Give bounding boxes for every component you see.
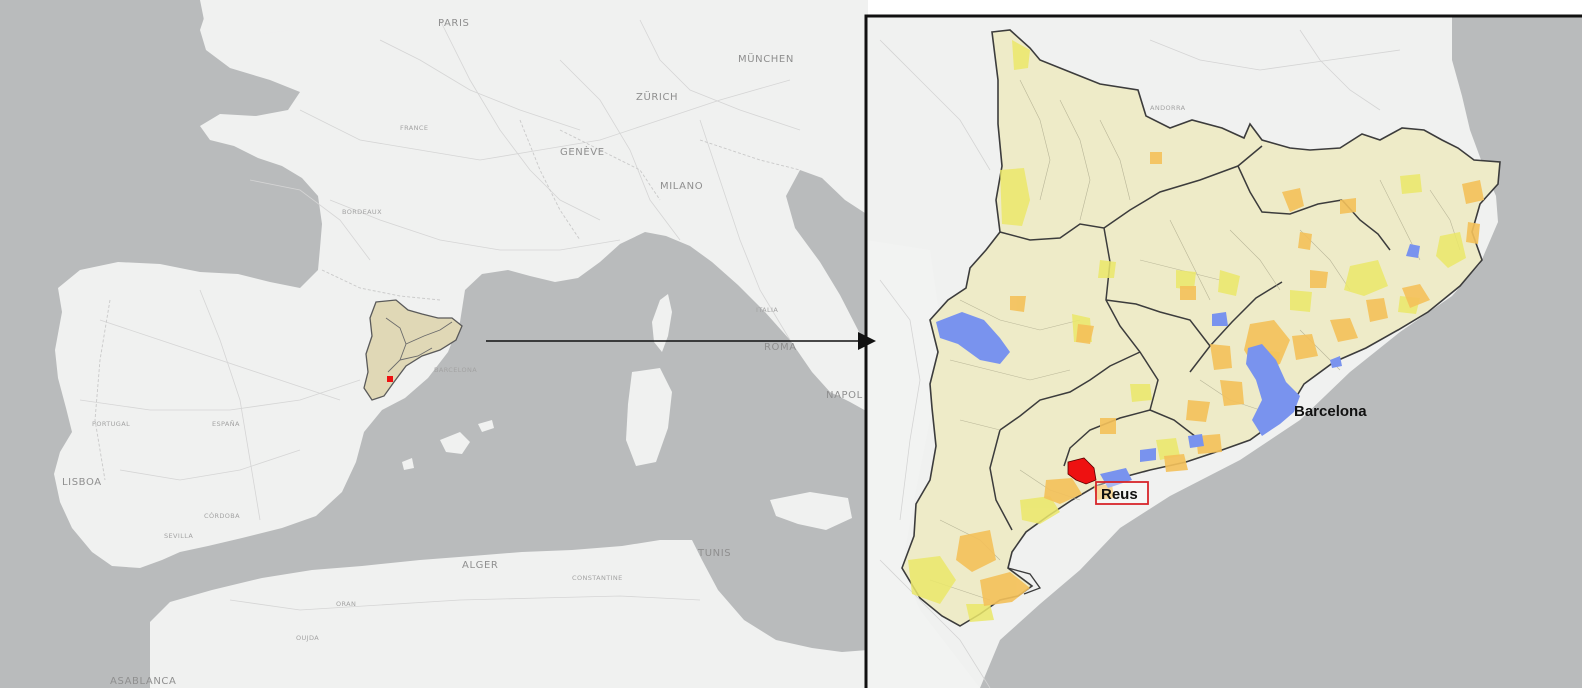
sicily-island bbox=[770, 492, 852, 530]
catalonia-region bbox=[901, 29, 1501, 627]
overview-map: PARIS MÜNCHEN ZÜRICH GENÈVE MILANO LISBO… bbox=[0, 0, 868, 688]
overview-borders bbox=[94, 119, 801, 481]
europe-landmass bbox=[54, 0, 868, 568]
inset-spain-land bbox=[866, 240, 980, 688]
label-barcelona: BARCELONA bbox=[434, 366, 477, 374]
reus-marker-small bbox=[387, 376, 393, 382]
reus-callout: Reus bbox=[1101, 486, 1138, 503]
label-portugal: PORTUGAL bbox=[92, 420, 130, 428]
inset-road-network bbox=[879, 29, 1401, 688]
north-africa-landmass bbox=[150, 540, 868, 688]
catalonia-highlight bbox=[363, 299, 463, 401]
label-munchen: MÜNCHEN bbox=[738, 52, 794, 65]
yellow-municipalities bbox=[908, 40, 1466, 622]
britain-landmass bbox=[200, 0, 330, 44]
connector-arrow bbox=[486, 332, 876, 350]
label-italia: ITALIA bbox=[756, 306, 778, 314]
corsica-island bbox=[652, 294, 672, 352]
label-france: FRANCE bbox=[400, 124, 428, 132]
mallorca-island bbox=[440, 432, 470, 454]
inset-map: Barcelona Reus ANDORRA bbox=[866, 16, 1582, 688]
menorca-island bbox=[478, 420, 494, 432]
overview-labels: PARIS MÜNCHEN ZÜRICH GENÈVE MILANO LISBO… bbox=[62, 18, 863, 687]
overview-road-network bbox=[79, 19, 801, 611]
blue-municipalities bbox=[936, 244, 1420, 488]
sardinia-island bbox=[626, 368, 672, 466]
reus-callout-box bbox=[1095, 481, 1149, 505]
label-cordoba: CÓRDOBA bbox=[204, 511, 240, 520]
label-espana: ESPAÑA bbox=[212, 419, 240, 428]
label-roma: ROMA bbox=[764, 342, 797, 353]
label-oujda: OUJDA bbox=[296, 634, 319, 642]
catalonia-highlight-borders bbox=[385, 317, 453, 373]
label-geneve: GENÈVE bbox=[560, 145, 605, 158]
inset-label-andorra: ANDORRA bbox=[1150, 104, 1186, 112]
label-milano: MILANO bbox=[660, 181, 703, 192]
label-paris: PARIS bbox=[438, 18, 469, 29]
label-casablanca: ASABLANCA bbox=[110, 676, 176, 687]
label-constantine: CONSTANTINE bbox=[572, 574, 623, 582]
arrow-head bbox=[858, 332, 876, 350]
label-alger: ALGER bbox=[462, 560, 498, 571]
inset-frame bbox=[864, 14, 1582, 688]
label-bordeaux: BORDEAUX bbox=[342, 208, 382, 216]
label-lisboa: LISBOA bbox=[62, 477, 102, 488]
reus-municipality bbox=[1067, 457, 1097, 485]
orange-municipalities bbox=[956, 152, 1484, 606]
ibiza-island bbox=[402, 458, 414, 470]
label-napoli: NAPOL bbox=[826, 390, 863, 401]
label-zurich: ZÜRICH bbox=[636, 90, 678, 103]
label-sevilla: SEVILLA bbox=[164, 532, 193, 540]
ebro-delta bbox=[1007, 567, 1042, 595]
inset-sea bbox=[980, 16, 1582, 688]
label-oran: ORAN bbox=[336, 600, 356, 608]
label-tunis: TUNIS bbox=[697, 548, 731, 559]
barcelona-callout: Barcelona bbox=[1294, 403, 1367, 420]
